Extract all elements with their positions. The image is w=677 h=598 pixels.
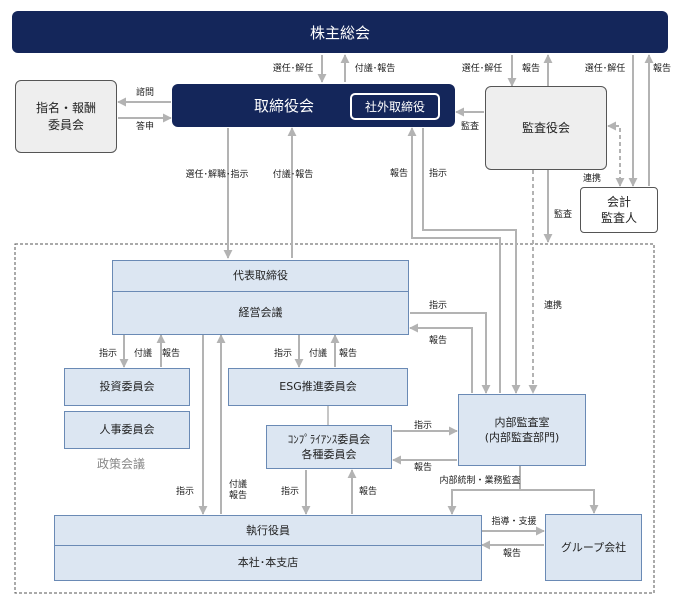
arrow-internal-control-group — [520, 489, 599, 514]
hr-committee-box: 人事委員会 — [64, 411, 190, 449]
label-report: 報告 — [413, 463, 433, 473]
label-internal-control: 内部統制・業務監査 — [439, 476, 521, 486]
label-instruct: 指示 — [280, 487, 300, 497]
arrow-audit-mgmt-report — [409, 323, 473, 393]
esg-committee-label: ESG推進委員会 — [279, 380, 357, 394]
investment-committee-box: 投資委員会 — [64, 368, 190, 406]
audit-board-label: 監査役会 — [521, 120, 570, 135]
label-guidance: 指導・支援 — [491, 517, 537, 527]
label-instruct: 指示 — [413, 421, 433, 431]
compliance-committee-label: ｺﾝﾌﾟﾗｲｱﾝｽ委員会 各種委員会 — [287, 432, 371, 461]
investment-committee-label: 投資委員会 — [99, 380, 155, 394]
outside-directors-box: 社外取締役 — [350, 93, 440, 120]
label-instruct: 指示 — [175, 487, 195, 497]
label-consult: 諮問 — [135, 88, 155, 98]
arrow-internal-control — [447, 466, 521, 515]
label-elect-dismiss: 選任･解任 — [584, 64, 626, 74]
label-report: 報告 — [358, 487, 378, 497]
label-elect-dismiss: 選任･解任 — [461, 64, 503, 74]
label-instruct: 指示 — [98, 349, 118, 359]
arrow-board-internal-audit-instruct — [422, 128, 521, 394]
shareholders-meeting-box: 株主総会 — [12, 11, 668, 53]
policy-meeting-caption: 政策会議 — [97, 457, 146, 471]
label-instruct: 指示 — [428, 301, 448, 311]
board-of-directors-label: 取締役会 — [254, 97, 315, 115]
outside-directors-label: 社外取締役 — [364, 100, 425, 114]
label-submit: 付議 — [308, 349, 328, 359]
internal-audit-box: 内部監査室 (内部監査部門) — [458, 394, 586, 466]
label-submit: 付議 — [133, 349, 153, 359]
execution-frame — [14, 243, 655, 594]
hr-committee-label: 人事委員会 — [99, 423, 155, 437]
head-office-box: 本社･本支店 — [54, 545, 482, 581]
compliance-committee-box: ｺﾝﾌﾟﾗｲｱﾝｽ委員会 各種委員会 — [266, 425, 392, 469]
label-report: 報告 — [389, 169, 409, 179]
label-instruct: 指示 — [273, 349, 293, 359]
label-coordinate: 連携 — [582, 174, 602, 184]
president-box: 代表取締役 — [112, 260, 409, 292]
group-companies-box: グループ会社 — [545, 514, 642, 581]
president-label: 代表取締役 — [233, 269, 288, 283]
accounting-auditor-box: 会計 監査人 — [580, 187, 658, 233]
label-report: 報告 — [161, 349, 181, 359]
label-elect-dismiss: 選任･解任 — [272, 64, 314, 74]
audit-board-box: 監査役会 — [485, 86, 607, 170]
head-office-label: 本社･本支店 — [237, 556, 299, 570]
arrow-internal-audit-board-report — [407, 127, 501, 393]
nomination-committee-box: 指名・報酬 委員会 — [15, 80, 117, 153]
label-instruct: 指示 — [428, 169, 448, 179]
label-appoint-instruct: 選任･解職･指示 — [185, 170, 249, 180]
group-companies-label: グループ会社 — [560, 540, 627, 554]
management-meeting-label: 経営会議 — [238, 306, 283, 320]
executive-officers-box: 執行役員 — [54, 515, 482, 546]
label-submit-report: 付議･報告 — [272, 170, 314, 180]
executive-officers-label: 執行役員 — [246, 523, 290, 537]
label-report: 報告 — [521, 64, 541, 74]
label-report: 報告 — [652, 64, 672, 74]
label-answer: 答申 — [135, 122, 155, 132]
management-meeting-box: 経営会議 — [112, 291, 409, 335]
arrow-audit-mgmt-instruct — [410, 312, 491, 394]
label-report: 報告 — [428, 336, 448, 346]
label-coordinate: 連携 — [543, 301, 563, 311]
label-submit-report: 付議 報告 — [228, 480, 248, 501]
shareholders-meeting-label: 株主総会 — [309, 23, 370, 42]
label-report: 報告 — [338, 349, 358, 359]
internal-audit-label: 内部監査室 (内部監査部門) — [484, 415, 560, 444]
accounting-auditor-label: 会計 監査人 — [600, 194, 637, 225]
arrow-audit-auditor-coordinate — [607, 121, 625, 187]
esg-committee-box: ESG推進委員会 — [228, 368, 408, 406]
label-submit-report: 付議･報告 — [354, 64, 396, 74]
nomination-committee-label: 指名・報酬 委員会 — [35, 101, 96, 132]
label-audit: 監査 — [460, 122, 480, 132]
label-report: 報告 — [502, 549, 522, 559]
label-audit: 監査 — [553, 210, 573, 220]
